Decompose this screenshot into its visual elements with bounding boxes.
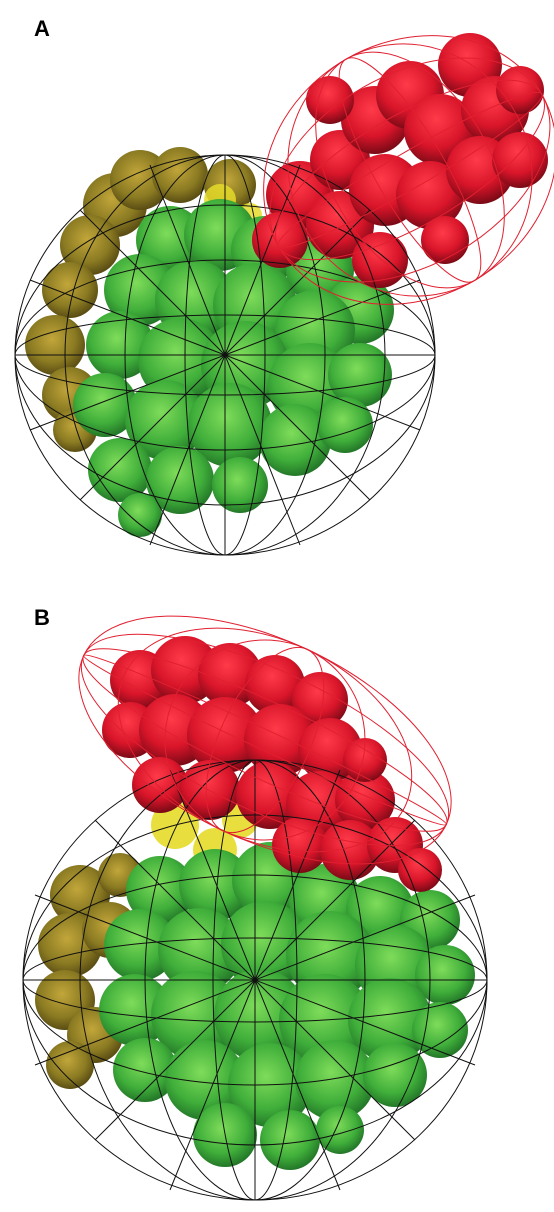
black-wireframe-sphere-b — [23, 760, 487, 1200]
panel-b-molecule-render — [0, 590, 554, 1212]
panel-b: B — [0, 590, 554, 1212]
panel-a-molecule-render — [0, 0, 554, 590]
panel-a: A — [0, 0, 554, 590]
red-domain-a — [252, 33, 548, 288]
